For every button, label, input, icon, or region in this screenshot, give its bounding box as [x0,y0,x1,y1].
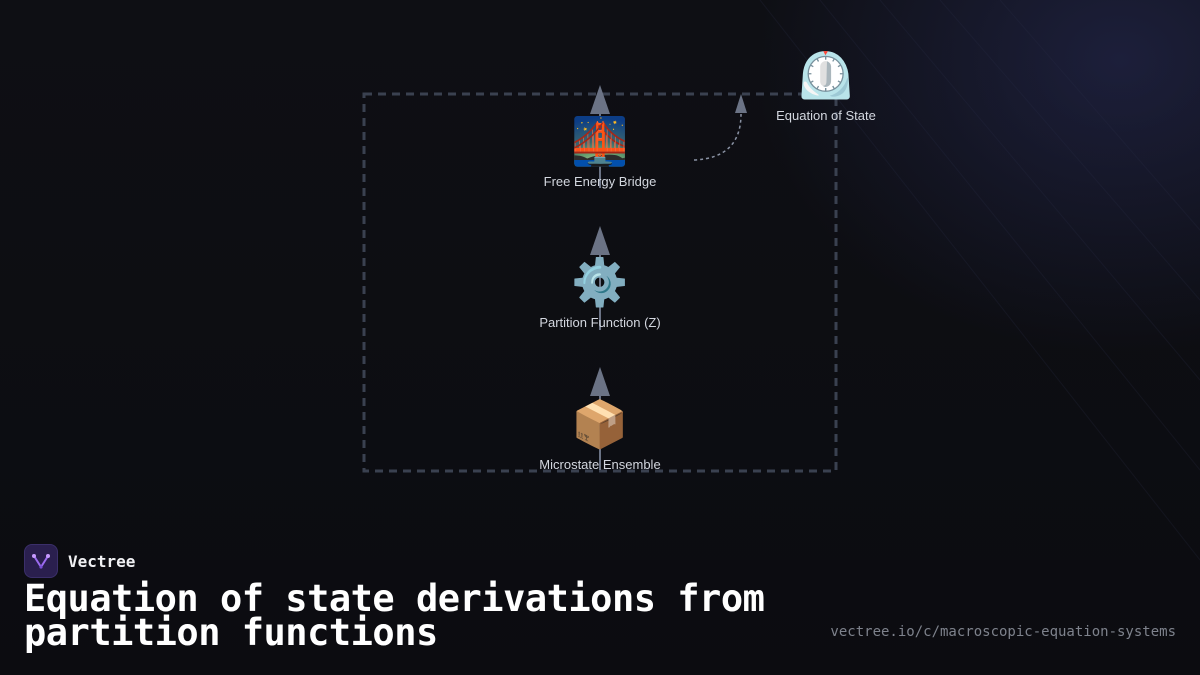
arrowhead-partition [590,367,610,396]
page-title: Equation of state derivations from parti… [24,577,765,654]
node-label: Equation of State [776,108,876,123]
node-equation-of-state[interactable]: ⏲️ Equation of State [726,50,926,123]
vectree-logo-icon [24,544,58,578]
timer-clock-icon: ⏲️ [797,48,855,102]
node-microstate-ensemble[interactable]: 📦 Microstate Ensemble [500,399,700,472]
brand: Vectree [24,544,135,578]
package-icon: 📦 [571,397,629,451]
node-free-energy-bridge[interactable]: 🌉 Free Energy Bridge [500,116,700,189]
node-label: Free Energy Bridge [543,174,657,189]
source-url[interactable]: vectree.io/c/macroscopic-equation-system… [830,624,1176,640]
bridge-icon: 🌉 [571,114,629,168]
arrowhead-equation-of-state [735,94,747,113]
node-label: Microstate Ensemble [539,457,661,472]
arrowhead-bridge [590,226,610,255]
edge-bridge-to-equation-of-state [693,113,742,161]
node-label: Partition Function (Z) [539,315,661,330]
gear-icon: ⚙️ [571,255,629,309]
arrowhead-top [590,85,610,114]
node-partition-function[interactable]: ⚙️ Partition Function (Z) [500,257,700,330]
brand-name: Vectree [68,551,136,571]
group-boundary [362,92,838,473]
